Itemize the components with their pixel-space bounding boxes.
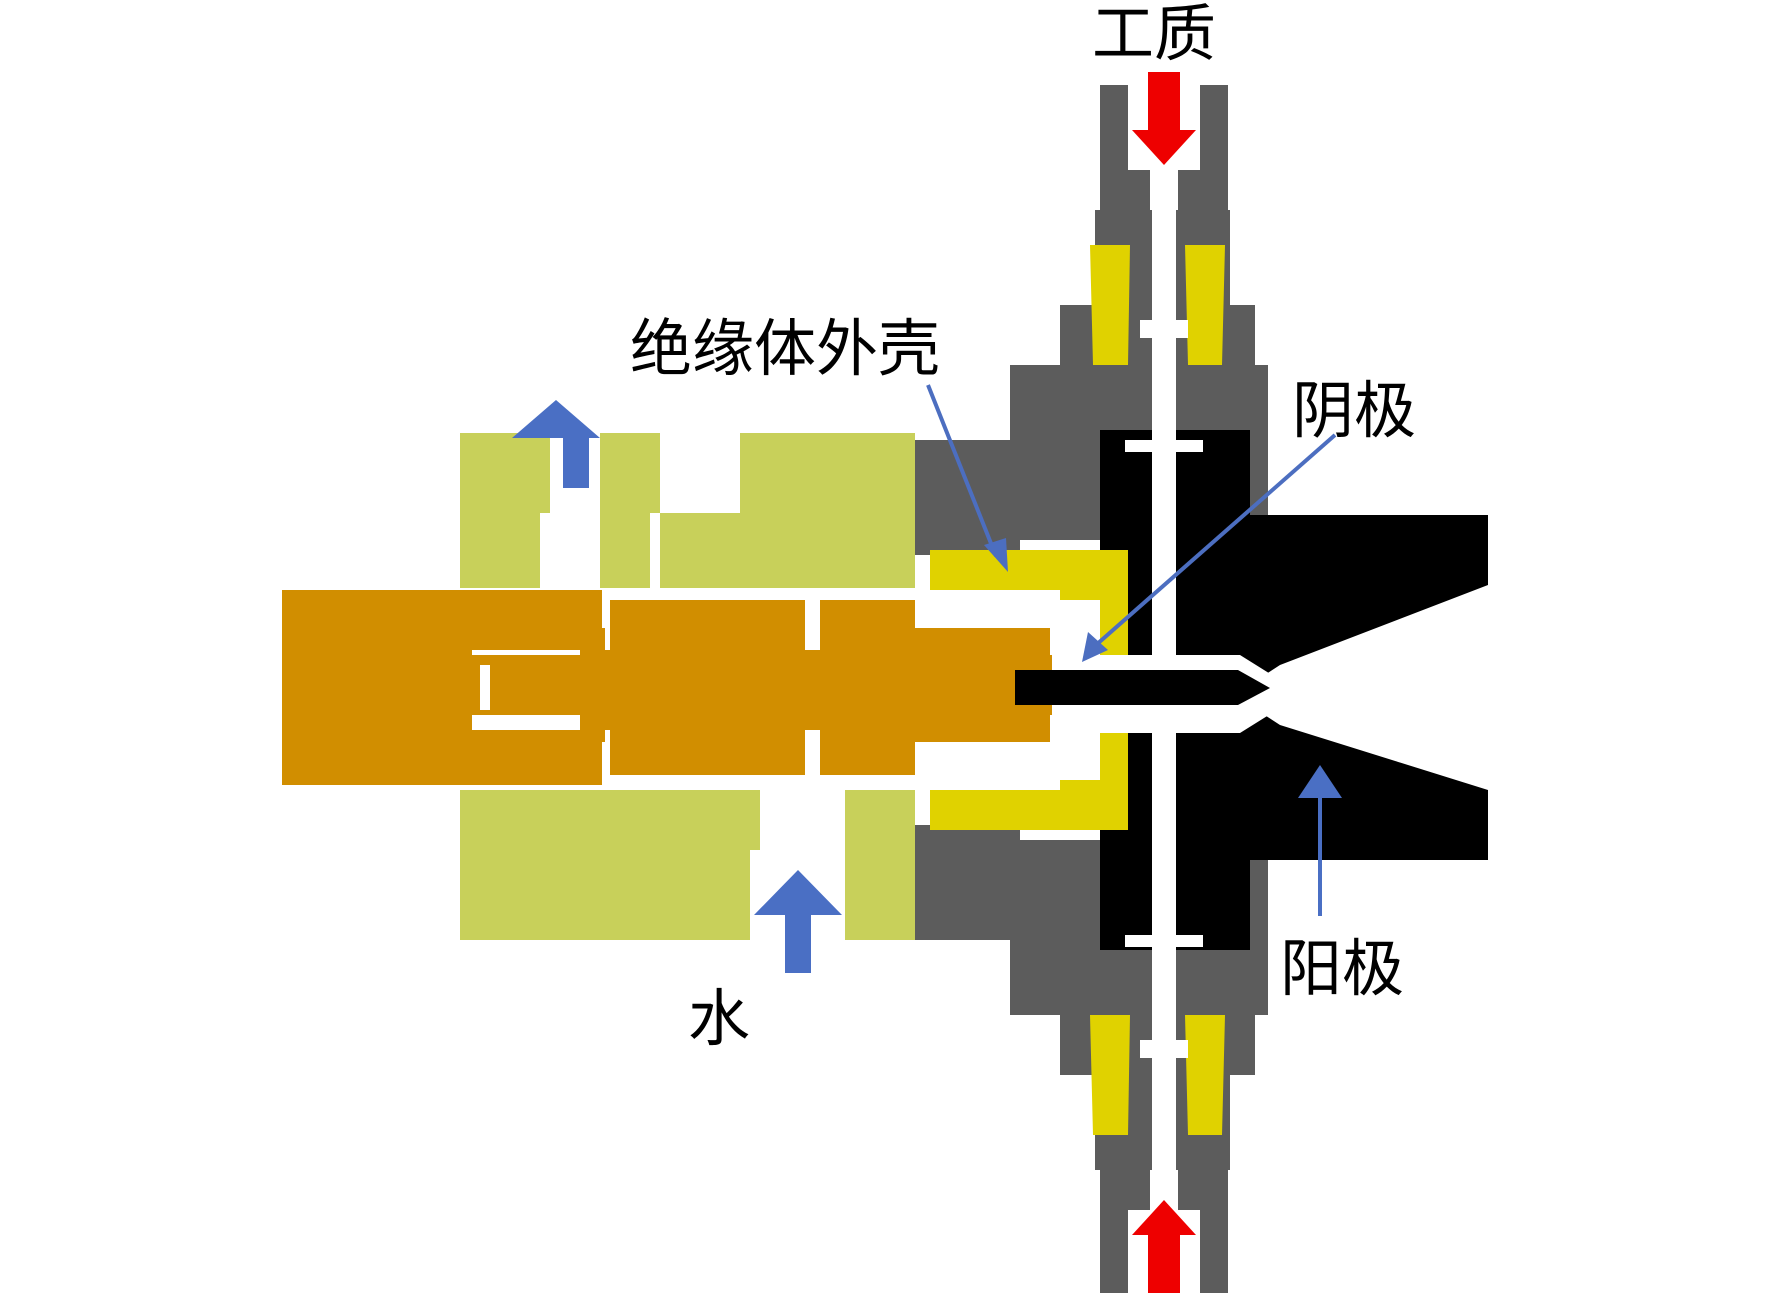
green-insulator-blocks	[460, 433, 915, 940]
water-in-arrow-icon	[754, 870, 842, 973]
label-anode: 阳极	[1280, 932, 1404, 1005]
pointer-lines	[926, 384, 1337, 662]
water-out-arrow-icon	[512, 400, 600, 488]
red-arrow-down-icon	[1132, 72, 1196, 165]
gray-transition-ring	[915, 440, 1020, 940]
cathode-assembly	[282, 590, 1057, 785]
label-water: 水	[688, 982, 750, 1055]
label-cathode: 阴极	[1292, 374, 1416, 447]
label-insulator-shell: 绝缘体外壳	[630, 312, 940, 385]
insulator-shell	[930, 550, 1128, 830]
anode-pointer-arrow-icon	[1298, 765, 1342, 916]
cathode-tip	[1015, 670, 1270, 705]
red-arrow-up-icon	[1132, 1200, 1196, 1293]
label-working-medium: 工质	[1092, 0, 1216, 70]
yellow-insulator-rings	[1090, 245, 1225, 1135]
